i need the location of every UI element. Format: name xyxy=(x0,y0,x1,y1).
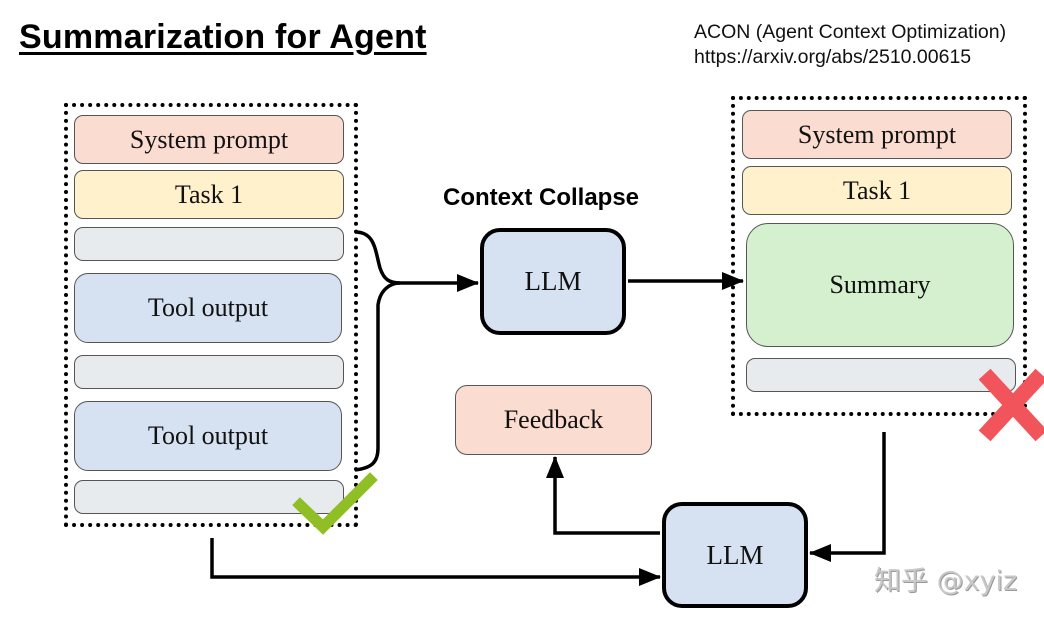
arrow-left-context-to-llm xyxy=(210,538,661,586)
reference-name: ACON (Agent Context Optimization) xyxy=(694,21,1007,43)
llm-top-node: LLM xyxy=(480,228,626,335)
right-system-prompt-block: System prompt xyxy=(742,110,1012,159)
right-task-block: Task 1 xyxy=(742,166,1012,215)
watermark: 知乎 @xyiz xyxy=(874,566,1018,597)
cross-icon xyxy=(978,368,1044,442)
reference: ACON (Agent Context Optimization) https:… xyxy=(694,20,1006,70)
left-tool-output-block-1: Tool output xyxy=(74,273,342,343)
right-summary-block: Summary xyxy=(746,223,1014,347)
left-empty-block-3 xyxy=(74,480,344,514)
left-context-window xyxy=(64,103,358,527)
slide-title: Summarization for Agent xyxy=(19,18,427,56)
context-collapse-label: Context Collapse xyxy=(443,184,640,211)
left-task-block: Task 1 xyxy=(74,170,344,219)
left-system-prompt-block: System prompt xyxy=(74,115,344,164)
llm-bottom-node: LLM xyxy=(662,502,808,608)
arrow-right-context-to-llm xyxy=(809,432,886,562)
left-tool-output-block-2: Tool output xyxy=(74,401,342,471)
left-empty-block-1 xyxy=(74,227,344,261)
arrow-llm-to-feedback xyxy=(546,456,660,535)
feedback-node: Feedback xyxy=(455,385,652,455)
reference-url: https://arxiv.org/abs/2510.00615 xyxy=(694,46,972,68)
check-icon xyxy=(292,472,378,535)
right-context-window xyxy=(731,96,1027,416)
brace-icon xyxy=(354,230,401,472)
right-empty-block xyxy=(746,358,1016,392)
left-empty-block-2 xyxy=(74,355,344,389)
